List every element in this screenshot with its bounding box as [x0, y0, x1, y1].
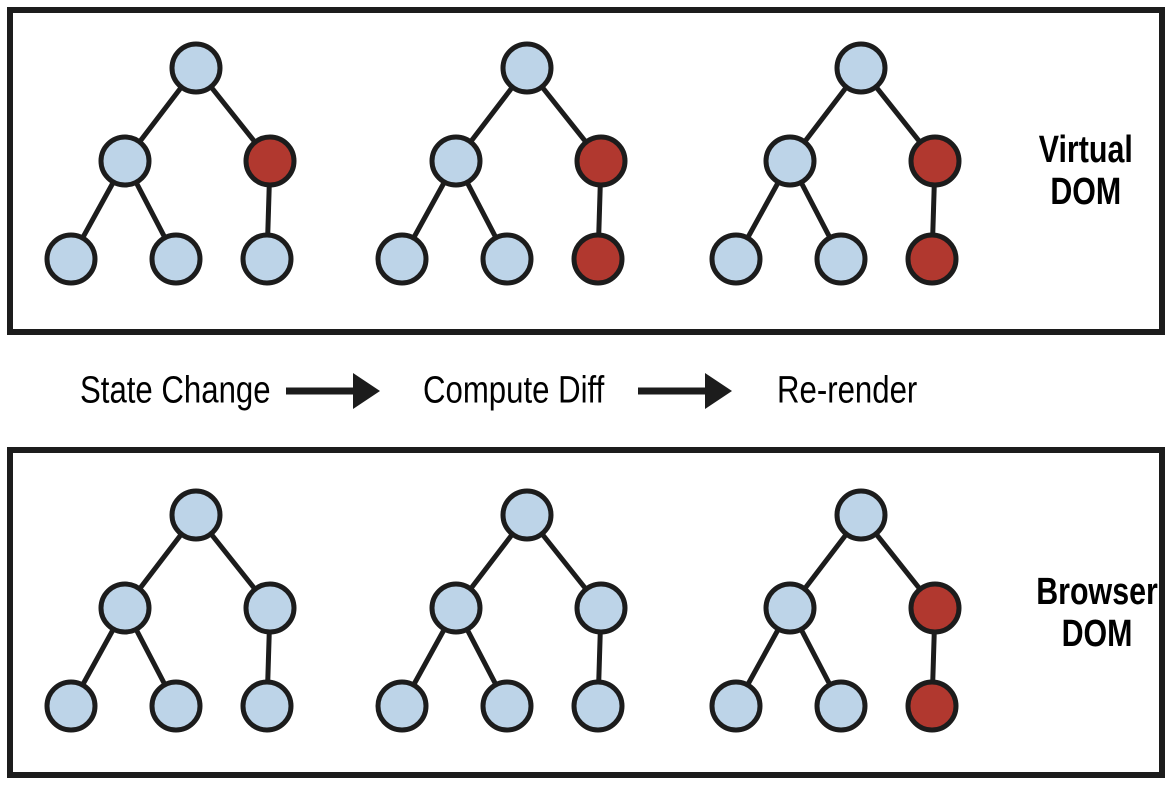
- browser-dom-tree-3: [709, 486, 965, 736]
- tree-node-root: [500, 488, 554, 542]
- flow-step-state-change: State Change: [80, 369, 271, 412]
- browser-dom-label: Browser DOM: [1021, 571, 1158, 655]
- tree-node-left-child: [98, 581, 152, 635]
- flow-row: State Change Compute Diff Re-render: [0, 335, 1173, 447]
- tree-node-right-child: [908, 134, 962, 188]
- tree-node-right-child: [574, 581, 628, 635]
- tree-svg: [44, 41, 297, 286]
- tree-node-left-child: [763, 581, 817, 635]
- arrow-right-icon: [638, 373, 732, 409]
- tree-node-root: [500, 41, 554, 95]
- tree-node-right-leaf: [571, 232, 625, 286]
- tree-node-left-leaf-1: [375, 232, 429, 286]
- tree-node-right-leaf: [240, 679, 294, 733]
- tree-node-right-child: [574, 134, 628, 188]
- tree-node-right-child: [908, 581, 962, 635]
- arrow-right-icon: [286, 373, 380, 409]
- tree-node-right-leaf: [240, 232, 294, 286]
- tree-node-left-leaf-1: [709, 679, 763, 733]
- tree-node-root: [169, 41, 223, 95]
- tree-svg: [709, 41, 962, 286]
- tree-node-right-leaf: [905, 679, 959, 733]
- tree-node-left-leaf-1: [375, 679, 429, 733]
- tree-svg: [375, 41, 628, 286]
- browser-dom-tree-2: [375, 486, 631, 736]
- tree-node-left-leaf-2: [814, 232, 868, 286]
- tree-node-right-leaf: [571, 679, 625, 733]
- tree-svg: [44, 488, 297, 733]
- tree-svg: [375, 488, 628, 733]
- browser-dom-panel: Browser DOM: [7, 447, 1165, 778]
- virtual-dom-tree-1: [44, 39, 300, 289]
- tree-node-root: [834, 41, 888, 95]
- tree-node-left-child: [763, 134, 817, 188]
- tree-node-left-leaf-2: [480, 679, 534, 733]
- virtual-dom-label-line-2: DOM: [1050, 171, 1122, 213]
- virtual-dom-tree-3: [709, 39, 965, 289]
- tree-node-root: [169, 488, 223, 542]
- virtual-dom-label-line-1: Virtual: [1038, 129, 1134, 171]
- tree-svg: [709, 488, 962, 733]
- tree-node-right-leaf: [905, 232, 959, 286]
- virtual-dom-panel: Virtual DOM: [7, 7, 1165, 335]
- tree-node-left-leaf-2: [149, 232, 203, 286]
- tree-node-left-leaf-1: [44, 232, 98, 286]
- tree-node-left-child: [429, 134, 483, 188]
- tree-node-root: [834, 488, 888, 542]
- tree-node-left-leaf-2: [814, 679, 868, 733]
- tree-node-left-leaf-1: [709, 232, 763, 286]
- tree-node-left-leaf-2: [480, 232, 534, 286]
- tree-node-left-leaf-2: [149, 679, 203, 733]
- browser-dom-label-line-1: Browser: [1036, 570, 1158, 613]
- tree-node-left-child: [98, 134, 152, 188]
- virtual-dom-label: Virtual DOM: [1021, 129, 1151, 213]
- tree-node-left-leaf-1: [44, 679, 98, 733]
- browser-dom-tree-1: [44, 486, 300, 736]
- tree-node-right-child: [243, 134, 297, 188]
- tree-node-right-child: [243, 581, 297, 635]
- browser-dom-label-line-2: DOM: [1061, 612, 1133, 655]
- flow-step-re-render: Re-render: [777, 369, 918, 412]
- tree-node-left-child: [429, 581, 483, 635]
- virtual-dom-tree-2: [375, 39, 631, 289]
- flow-step-compute-diff: Compute Diff: [423, 369, 605, 412]
